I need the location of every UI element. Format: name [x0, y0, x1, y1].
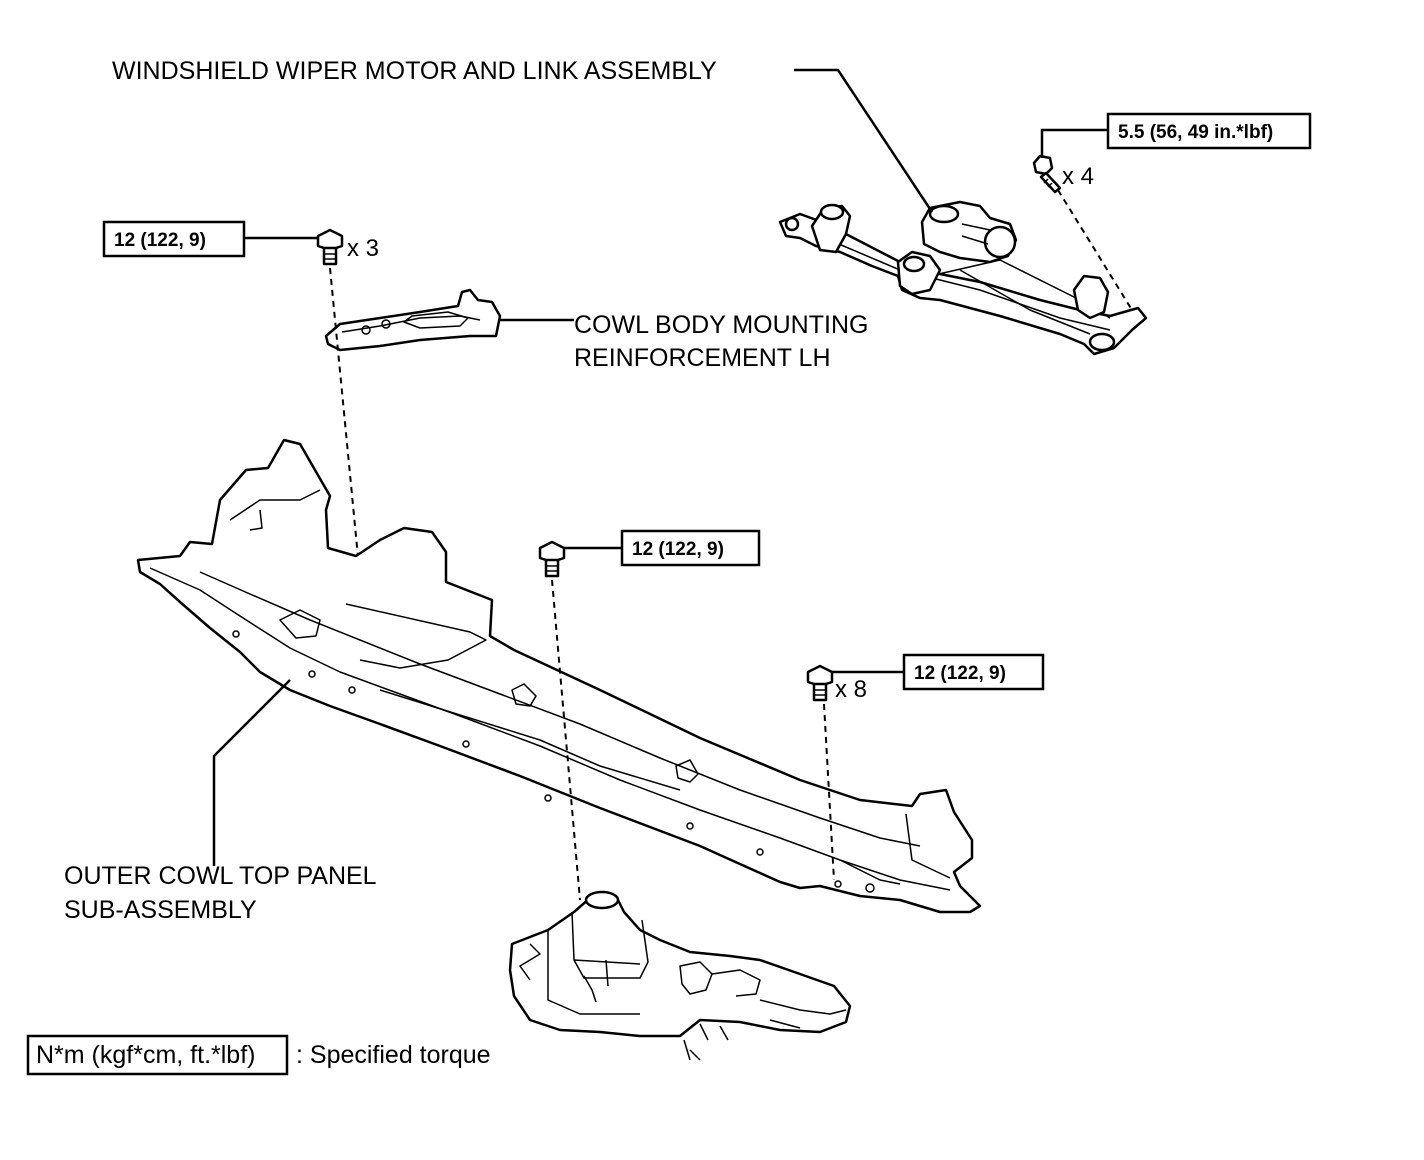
reinf-torque-value: 12 (122, 9) — [114, 230, 206, 251]
reinf-bolt-quantity: x 3 — [347, 235, 379, 262]
wiper-assembly-label: WINDSHIELD WIPER MOTOR AND LINK ASSEMBLY — [112, 57, 717, 85]
reservoir-assembly-part — [508, 890, 852, 1061]
outer-cowl-label-line1: OUTER COWL TOP PANEL — [64, 862, 377, 890]
right-bolt-icon — [806, 664, 834, 702]
outer-cowl-label-line2: SUB-ASSEMBLY — [64, 896, 257, 924]
legend-units: N*m (kgf*cm, ft.*lbf) — [36, 1041, 255, 1069]
wiper-bolt-icon — [1032, 154, 1062, 194]
wiper-torque-value: 5.5 (56, 49 in.*lbf) — [1118, 122, 1273, 143]
legend-box — [26, 1034, 289, 1076]
right-torque-box — [902, 653, 1045, 691]
wiper-motor-link-assembly — [778, 200, 1148, 356]
reinforcement-bolt-icon — [316, 228, 344, 266]
center-torque-box — [620, 529, 761, 567]
cowl-reinforcement-label-line1: COWL BODY MOUNTING — [574, 311, 868, 339]
wiper-torque-box — [1106, 112, 1312, 150]
cowl-reinforcement-label-line2: REINFORCEMENT LH — [574, 344, 831, 372]
center-bolt-icon — [538, 540, 566, 578]
cowl-reinforcement-part — [324, 288, 502, 352]
legend-description: : Specified torque — [296, 1041, 491, 1069]
outer-cowl-panel-part — [136, 438, 982, 914]
reinf-torque-box — [102, 220, 246, 258]
wiper-bolt-quantity: x 4 — [1062, 163, 1094, 190]
center-torque-value: 12 (122, 9) — [632, 539, 724, 560]
right-bolt-quantity: x 8 — [835, 676, 867, 703]
right-torque-value: 12 (122, 9) — [914, 663, 1006, 684]
